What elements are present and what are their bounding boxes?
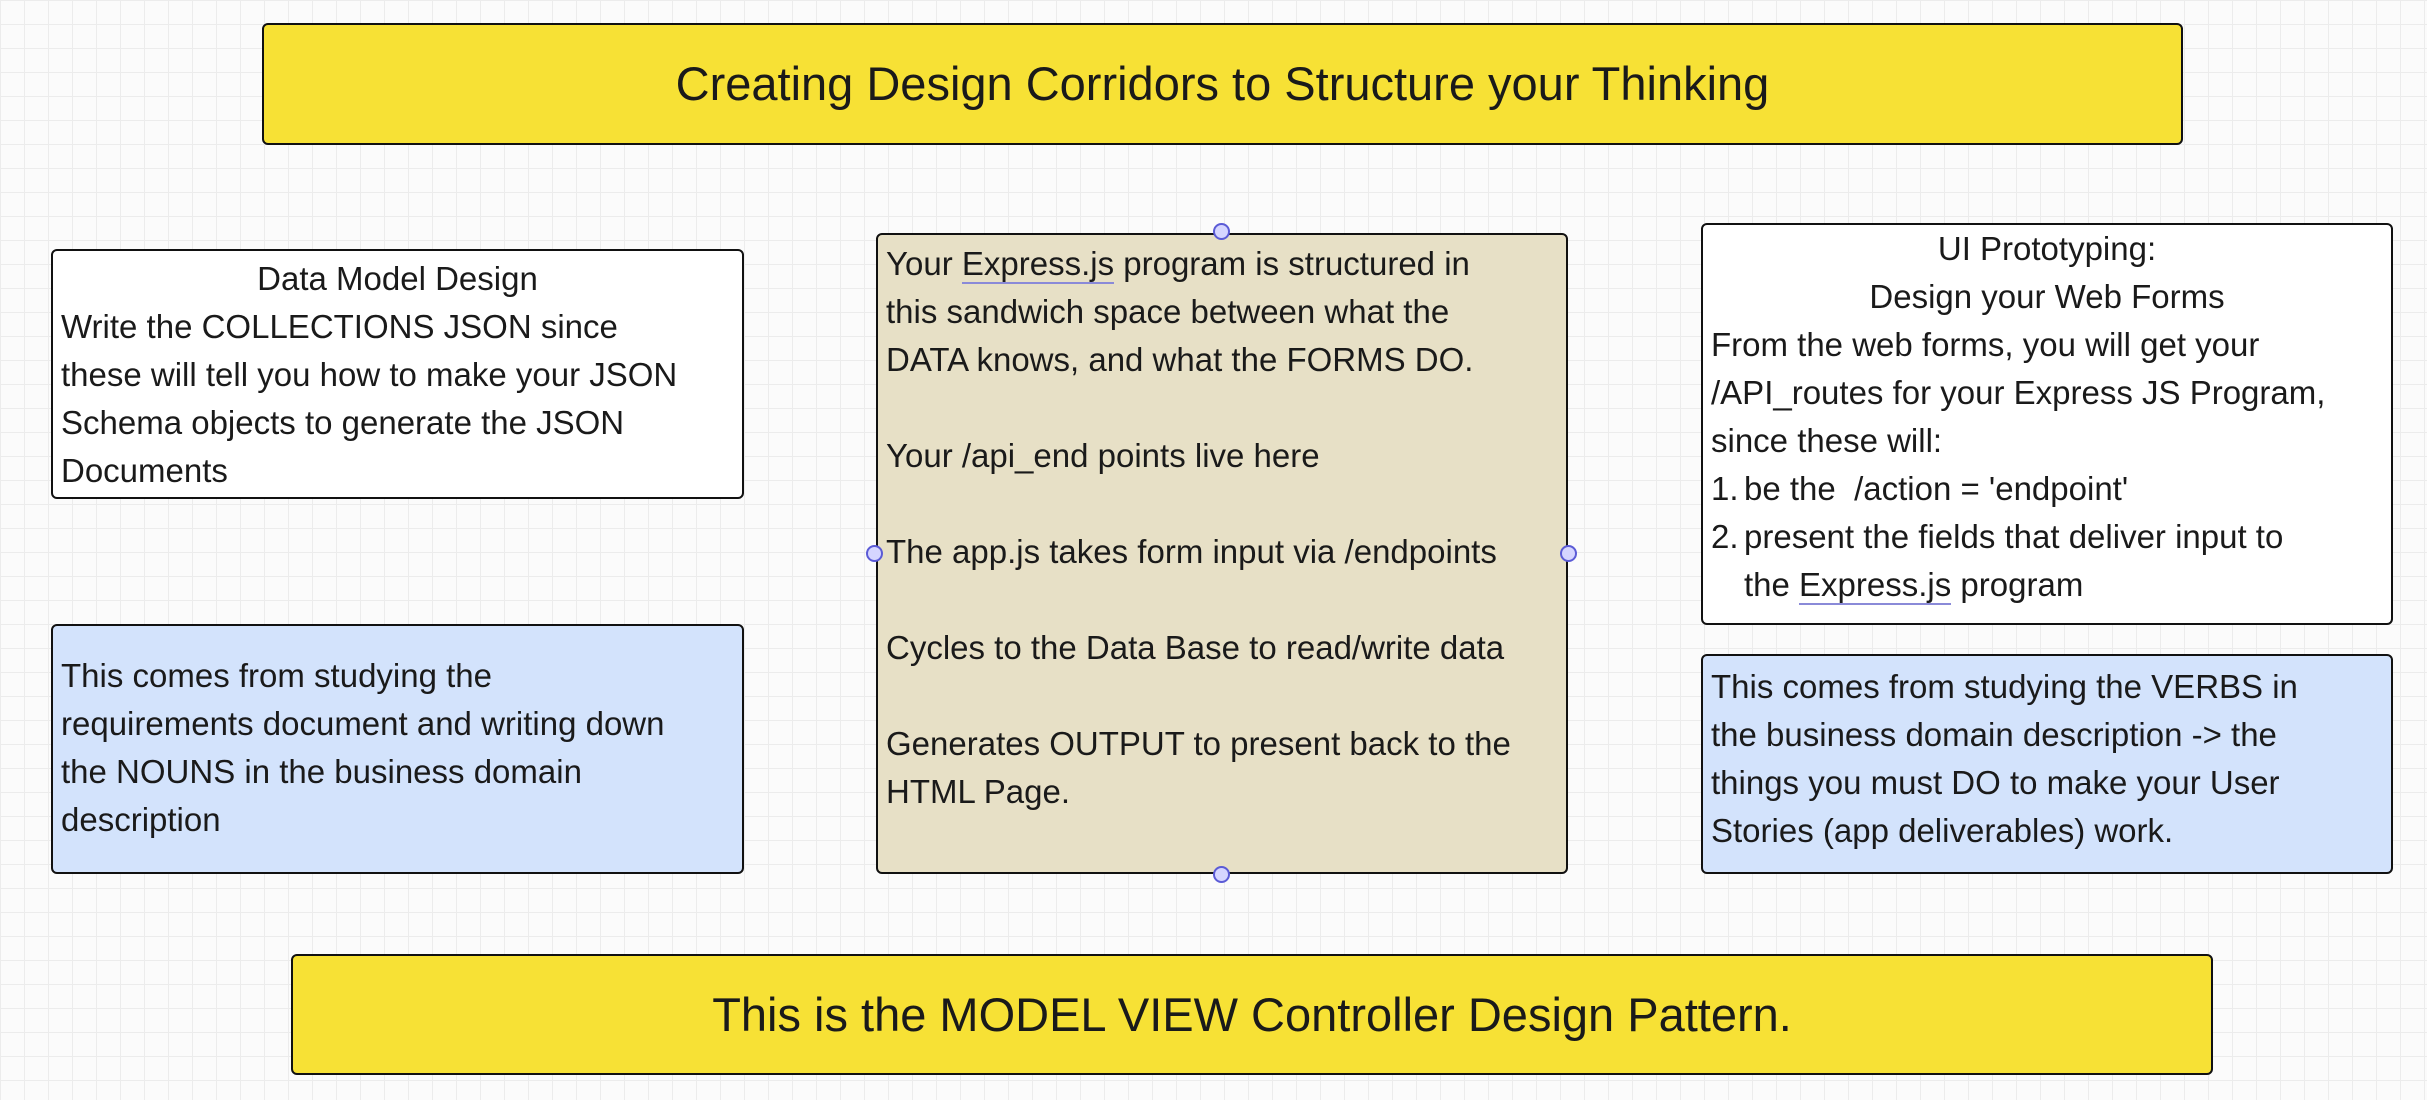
list-item: 1. be the /action = 'endpoint' xyxy=(1711,465,2383,513)
resize-handle-top[interactable] xyxy=(1213,223,1230,240)
data-model-line: these will tell you how to make your JSO… xyxy=(61,356,678,393)
blank-line xyxy=(886,576,1558,624)
ui-prototyping-line: /API_routes for your Express JS Program, xyxy=(1711,374,2326,411)
data-model-line: Write the COLLECTIONS JSON since xyxy=(61,308,618,345)
verbs-note-line: the business domain description -> the xyxy=(1711,716,2277,753)
title-banner[interactable]: Creating Design Corridors to Structure y… xyxy=(262,23,2183,145)
ui-prototyping-heading: UI Prototyping: xyxy=(1937,230,2157,267)
footer-text: This is the MODEL VIEW Controller Design… xyxy=(712,987,1792,1041)
controller-line: The app.js takes form input via /endpoin… xyxy=(886,533,1497,570)
ui-prototyping-subheading: Design your Web Forms xyxy=(1869,278,2225,315)
controller-line: DATA knows, and what the FORMS DO. xyxy=(886,341,1474,378)
blank-line xyxy=(886,480,1558,528)
verbs-note-line: Stories (app deliverables) work. xyxy=(1711,812,2174,849)
verbs-note-card[interactable]: This comes from studying the VERBS in th… xyxy=(1701,654,2393,874)
controller-card[interactable]: Your Express.js program is structured in… xyxy=(876,233,1568,874)
list-number: 2. xyxy=(1711,518,1739,555)
controller-line: Your Express.js program is structured in xyxy=(886,245,1470,284)
nouns-note-line: requirements document and writing down xyxy=(61,705,665,742)
ui-prototyping-line: since these will: xyxy=(1711,422,1943,459)
controller-line: Generates OUTPUT to present back to the xyxy=(886,725,1511,762)
verbs-note-line: This comes from studying the VERBS in xyxy=(1711,668,2298,705)
controller-line: Your /api_end points live here xyxy=(886,437,1320,474)
footer-banner[interactable]: This is the MODEL VIEW Controller Design… xyxy=(291,954,2213,1075)
list-item: 2. present the fields that deliver input… xyxy=(1711,513,2383,609)
verbs-note-line: things you must DO to make your User xyxy=(1711,764,2280,801)
nouns-note-line: description xyxy=(61,801,221,838)
blank-line xyxy=(886,672,1558,720)
nouns-note-card[interactable]: This comes from studying the requirement… xyxy=(51,624,744,874)
express-js-link: Express.js xyxy=(1799,566,1952,605)
controller-line: HTML Page. xyxy=(886,773,1071,810)
data-model-line: Schema objects to generate the JSON xyxy=(61,404,625,441)
controller-line: Cycles to the Data Base to read/write da… xyxy=(886,629,1505,666)
resize-handle-right[interactable] xyxy=(1560,545,1577,562)
list-text: present the fields that deliver input to… xyxy=(1744,518,2284,605)
title-text: Creating Design Corridors to Structure y… xyxy=(675,57,1770,110)
data-model-design-card[interactable]: Data Model Design Write the COLLECTIONS … xyxy=(51,249,744,499)
express-js-link: Express.js xyxy=(961,245,1115,284)
blank-line xyxy=(886,384,1558,432)
nouns-note-line: the NOUNS in the business domain xyxy=(61,753,582,790)
ui-prototyping-line: From the web forms, you will get your xyxy=(1711,326,2260,363)
nouns-note-line: This comes from studying the xyxy=(61,657,492,694)
list-number: 1. xyxy=(1711,470,1739,507)
ui-prototyping-card[interactable]: UI Prototyping: Design your Web Forms Fr… xyxy=(1701,223,2393,625)
controller-line: this sandwich space between what the xyxy=(886,293,1450,330)
list-text: be the /action = 'endpoint' xyxy=(1744,470,2129,507)
resize-handle-left[interactable] xyxy=(866,545,883,562)
data-model-line: Documents xyxy=(61,452,228,489)
resize-handle-bottom[interactable] xyxy=(1213,866,1230,883)
data-model-heading: Data Model Design xyxy=(257,260,538,297)
